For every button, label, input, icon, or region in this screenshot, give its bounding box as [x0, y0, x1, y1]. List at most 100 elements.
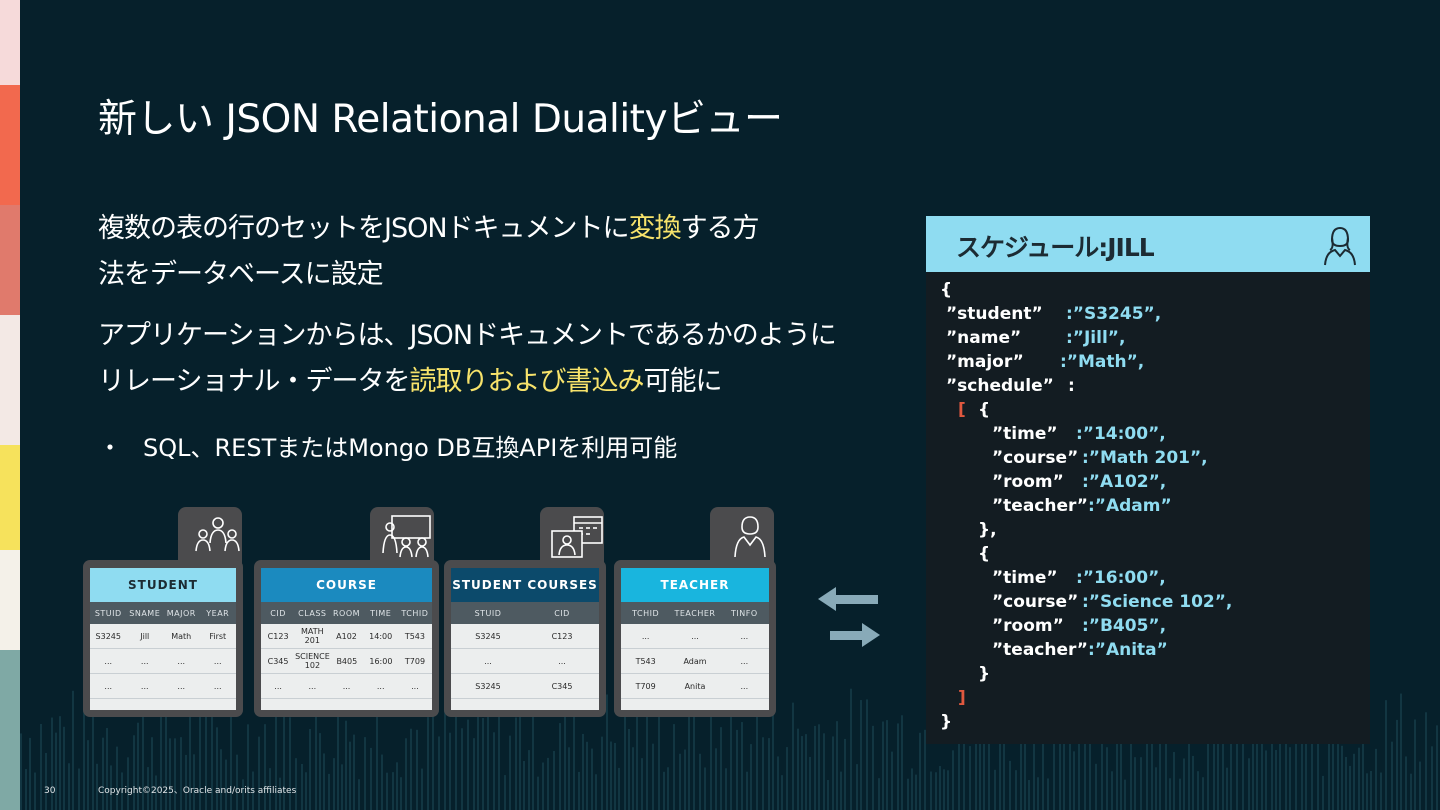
json-token: {: [940, 280, 953, 300]
table-cell: ...: [127, 707, 164, 711]
table-cell: ...: [140, 681, 149, 691]
json-token: ”course”: [992, 592, 1079, 612]
json-token: ”major”: [946, 352, 1024, 372]
table-cell: C345: [267, 656, 289, 666]
table-cell: ...: [213, 656, 222, 666]
table-cell: ...: [740, 681, 749, 691]
json-token: :”S3245”,: [1066, 304, 1162, 324]
paragraph-1-text-end: する方: [680, 213, 760, 244]
table-cell: Jill: [140, 631, 150, 641]
table-cell: ...: [200, 707, 237, 711]
json-token: }: [978, 664, 991, 684]
table-cell: 16:00: [369, 656, 393, 666]
table-icon-tab: [178, 507, 242, 567]
table-cell: 14:00: [369, 631, 393, 641]
table-icon-tab: [540, 507, 604, 567]
column-header: TINFO: [731, 608, 758, 618]
calendar-student-icon: [551, 516, 603, 558]
table-cell: MATH 201: [300, 627, 324, 645]
page-number: 30: [44, 786, 56, 796]
json-token: {: [978, 400, 991, 420]
json-token: ”time”: [992, 424, 1058, 444]
json-token: ”schedule”: [946, 376, 1054, 396]
json-token: ”teacher”: [992, 496, 1088, 516]
json-token: ”teacher”: [992, 640, 1088, 660]
json-token: :”16:00”,: [1076, 568, 1166, 588]
json-token: :”A102”,: [1082, 472, 1167, 492]
json-token: :: [1068, 376, 1075, 396]
table-cell: ...: [261, 707, 295, 711]
table-row: ...............: [261, 674, 432, 699]
table-row: .........: [621, 699, 769, 711]
teacher-icon: [734, 516, 766, 558]
table-cell: ...: [525, 707, 599, 711]
table-cell: ...: [274, 681, 282, 691]
table-cell: ...: [740, 631, 749, 641]
slide: 新しい JSON Relational Dualityビュー 複数の表の行のセッ…: [20, 0, 1440, 810]
table-cell: ...: [398, 707, 432, 711]
json-token: :”14:00”,: [1076, 424, 1166, 444]
table-row: .........: [621, 624, 769, 649]
json-token: },: [978, 520, 997, 540]
paragraph-1-line-2: 法をデータベースに設定: [98, 259, 384, 290]
table-cell: C345: [551, 681, 573, 691]
table-cell: S3245: [475, 631, 501, 641]
table-title: COURSE: [261, 568, 432, 602]
table-cell: ...: [104, 656, 113, 666]
paragraph-1-highlight: 変換: [628, 213, 682, 244]
student-avatar-icon: [1324, 226, 1356, 266]
decorative-bar-pattern: [20, 685, 1438, 810]
json-token: ”student”: [946, 304, 1043, 324]
paragraph-2-line-1: アプリケーションからは、JSONドキュメントであるかのように: [98, 320, 837, 351]
table-cell: T709: [635, 681, 656, 691]
right-arrow-icon: [830, 623, 880, 647]
json-token: :”Science 102”,: [1082, 592, 1233, 612]
table-cell: ...: [484, 656, 492, 666]
table-cell: ...: [740, 656, 749, 666]
json-token: ”room”: [992, 472, 1064, 492]
json-token: :”Math 201”,: [1082, 448, 1208, 468]
column-header: YEAR: [206, 608, 230, 618]
json-token: :”Anita”: [1088, 640, 1168, 660]
table-cell: T709: [404, 656, 426, 666]
table-cell: ...: [104, 681, 113, 691]
schedule-json-panel: { ”student” :”S3245”, ”name” :”Jill”, ”major”…: [926, 272, 1370, 744]
table-row: ......: [451, 699, 599, 711]
json-token: ]: [958, 688, 966, 708]
left-arrow-icon: [818, 587, 878, 611]
paragraph-2-highlight: 読取りおよび書込み: [409, 366, 644, 397]
json-token: ”name”: [946, 328, 1022, 348]
table-cell: ...: [213, 681, 222, 691]
json-token: ”course”: [992, 448, 1079, 468]
json-token: :”Jill”,: [1066, 328, 1126, 348]
json-token: {: [978, 544, 991, 564]
table-row: ............: [90, 699, 237, 711]
column-header: TCHID: [401, 608, 429, 618]
table-cell: ...: [364, 707, 398, 711]
table-cell: ...: [177, 656, 186, 666]
table-cell: Math: [171, 631, 192, 641]
table-title: STUDENT: [90, 568, 236, 602]
schedule-panel-title: スケジュール:JILL: [956, 233, 1155, 262]
copyright: Copyright©2025、Oracle and/orits affiliat…: [98, 786, 297, 796]
table-cell: ...: [720, 707, 769, 711]
table-cell: ...: [177, 681, 186, 691]
json-token: :”B405”,: [1082, 616, 1167, 636]
paragraph-1-text: 複数の表の行のセットをJSONドキュメントに: [98, 213, 630, 244]
table-cell: ...: [342, 681, 351, 691]
